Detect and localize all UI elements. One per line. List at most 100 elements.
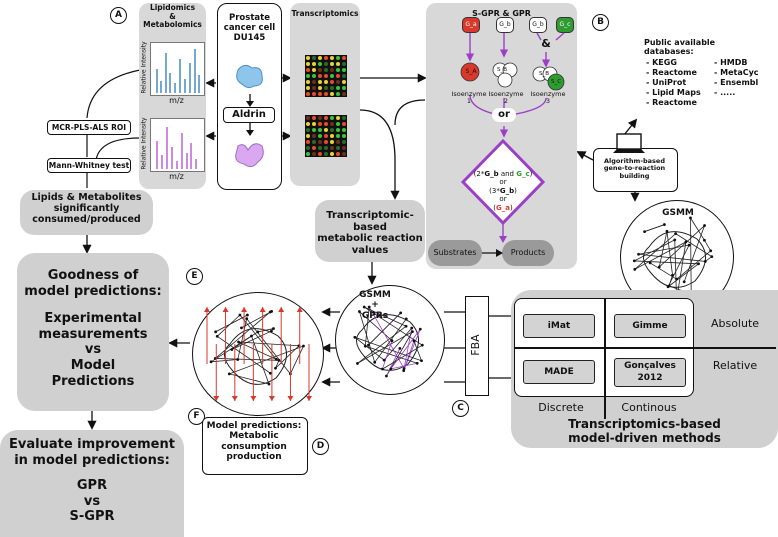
microarray-spot (318, 122, 322, 126)
network-node (277, 358, 281, 362)
fba-label: FBA (469, 334, 482, 356)
sgpr-and-symbol: & (541, 37, 551, 50)
network-node (385, 374, 388, 378)
gsmm-gprs-circle (335, 285, 445, 395)
microarray-spot (342, 140, 346, 144)
network-node (382, 358, 386, 362)
sgpr-title: S-GPR & GPR (472, 9, 531, 18)
goodness-line6: Model (70, 357, 116, 373)
microarray-spot (324, 116, 328, 120)
network-node (710, 255, 714, 259)
network-edge (638, 253, 706, 262)
network-edge (238, 341, 299, 347)
microarray-spot (324, 56, 328, 60)
microarray-spot (306, 146, 310, 150)
network-edge (690, 217, 692, 295)
subunit-sb-2: S_B (538, 71, 549, 77)
network-edge (275, 360, 280, 369)
microarray-spot (342, 62, 346, 66)
microarray-spot (336, 116, 340, 120)
databases-right-list: - HMDB - MetaCyc - Ensembl - ..... (714, 58, 778, 98)
network-node (367, 305, 371, 309)
microarray-spot (336, 56, 340, 60)
network-node (267, 382, 271, 386)
network-node (415, 361, 419, 365)
microarray-spot (312, 146, 316, 150)
network-node (689, 216, 692, 220)
microarray-spot (306, 68, 310, 72)
network-edge (676, 250, 711, 280)
microarray-spot (312, 68, 316, 72)
network-node (256, 330, 260, 334)
methods-relative-label: Relative (712, 359, 758, 372)
lipidomics-title-line1: Lipidomics (149, 3, 196, 12)
network-edge (634, 260, 699, 265)
microarray-icon-2 (305, 115, 347, 157)
microarray-spot (342, 86, 346, 90)
network-node (657, 265, 661, 269)
microarray-spot (342, 56, 346, 60)
network-edge (674, 239, 677, 300)
network-node (268, 310, 272, 314)
line-chart2-to-mann (95, 137, 141, 161)
databases-left-list: - KEGG - Reactome - UniProt - Lipid Maps… (646, 58, 716, 108)
spectrum-blue-y-label: Relative Intensity (140, 41, 148, 94)
method-made: MADE (523, 360, 595, 384)
network-node (671, 273, 674, 277)
label-e-badge: E (186, 268, 203, 285)
predictions-line1: Model predictions: (206, 421, 302, 431)
network-edge (359, 311, 376, 363)
microarray-spot (324, 122, 328, 126)
network-edge (667, 263, 699, 288)
blue-cell-icon (236, 64, 263, 89)
purple-cell-icon (235, 143, 264, 168)
microarray-spot (330, 134, 334, 138)
predictions-network-svg (204, 307, 312, 401)
network-node (674, 232, 678, 236)
network-node (398, 347, 402, 350)
microarray-spot (330, 74, 334, 78)
goodness-text: Goodness of model predictions: Experimen… (17, 268, 169, 389)
network-edge (382, 340, 393, 370)
label-c-badge: C (452, 400, 469, 417)
db-lipidmaps: - Lipid Maps (646, 88, 701, 97)
microarray-spot (342, 152, 346, 156)
network-node (237, 340, 240, 344)
network-edge (374, 318, 407, 363)
microarray-spot (318, 152, 322, 156)
gsmm-gprs-line2: + (371, 300, 379, 311)
spectrum-purple-svg (156, 127, 197, 169)
network-node (402, 369, 406, 373)
subunit-sb-1: S_B (496, 67, 507, 73)
microarray-spot (318, 68, 322, 72)
arrow-algorithm-to-sgpr (576, 151, 594, 161)
microarray-spot (324, 140, 328, 144)
network-node (684, 240, 688, 244)
methods-discrete-label: Discrete (538, 401, 584, 414)
flux-arrow-head (287, 396, 294, 401)
method-goncalves-line2: 2012 (637, 373, 663, 383)
predictions-text: Model predictions: Metabolic consumption… (202, 421, 306, 462)
network-node (274, 366, 277, 370)
network-node (246, 313, 249, 317)
method-gimme: Gimme (614, 314, 686, 338)
flux-arrow-head (222, 307, 229, 312)
network-edge (229, 373, 270, 385)
mann-whitney-label: Mann-Whitney test (47, 158, 131, 173)
microarray-spot (330, 86, 334, 90)
microarray-spot (330, 140, 334, 144)
tx-values-line1: Transcriptomic-based (326, 210, 414, 233)
microarray-spot (336, 140, 340, 144)
microarray-spot (318, 134, 322, 138)
spectrum-blue-svg (156, 49, 200, 93)
down-arrow-from-aldrin (246, 123, 254, 136)
network-node (662, 223, 666, 226)
lipids-sig-line1: Lipids & Metabolites (31, 192, 142, 203)
microarray-spot (306, 122, 310, 126)
network-node (665, 229, 669, 233)
microarray-spot (330, 92, 334, 96)
algorithm-line1: Algorithm-based (604, 157, 665, 165)
prostate-title: Prostate cancer cell DU145 (217, 13, 282, 43)
flux-arrow-head (296, 307, 303, 312)
microarray-spot (336, 146, 340, 150)
